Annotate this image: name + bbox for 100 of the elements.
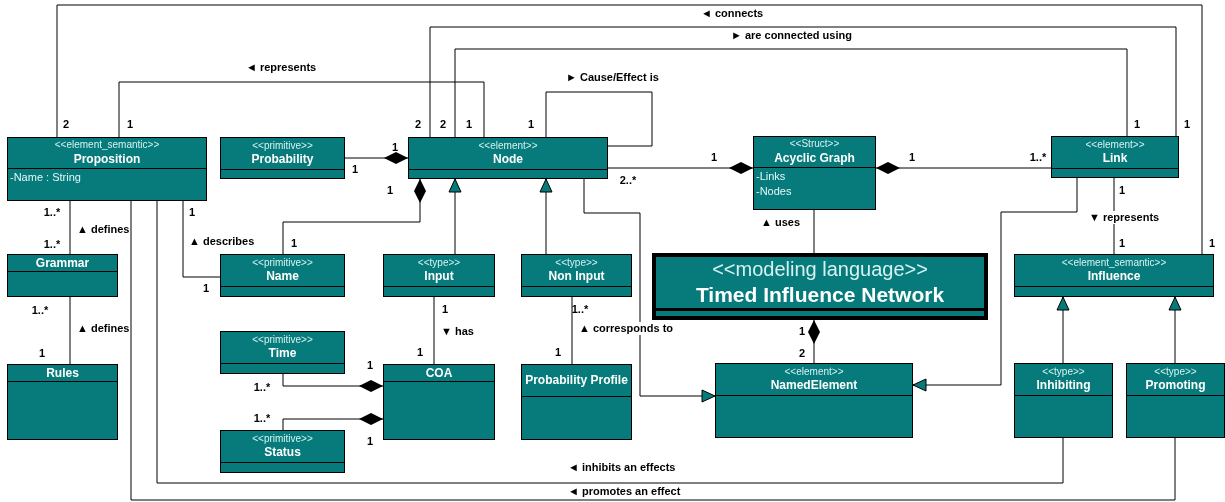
multiplicity-label: 1 bbox=[1208, 236, 1216, 250]
multiplicity-label: 1 bbox=[441, 302, 449, 316]
generalization-arrow bbox=[912, 177, 1078, 392]
multiplicity-label: 1 bbox=[1118, 183, 1126, 197]
class-name: Rules bbox=[46, 365, 79, 381]
generalization-arrow bbox=[1168, 296, 1182, 364]
multiplicity-label: 1..* bbox=[253, 411, 271, 425]
class-box bbox=[7, 254, 118, 297]
class-box bbox=[1126, 363, 1225, 438]
class-box bbox=[715, 363, 913, 438]
multiplicity-label: 2..* bbox=[619, 173, 637, 187]
stereotype-text: <<element_semantic>> bbox=[54, 139, 160, 152]
association-line bbox=[182, 200, 221, 278]
multiplicity-label: 1..* bbox=[31, 303, 49, 317]
multiplicity-label: 1 bbox=[126, 117, 134, 131]
association-line bbox=[433, 296, 435, 365]
class-box bbox=[1014, 254, 1214, 297]
multiplicity-label: 1 bbox=[351, 162, 359, 176]
multiplicity-label: 1..* bbox=[43, 237, 61, 251]
association-line bbox=[69, 296, 71, 365]
association-line bbox=[156, 200, 1064, 484]
composition-line bbox=[808, 319, 820, 364]
generalization-arrow bbox=[583, 178, 716, 403]
class-box bbox=[521, 254, 632, 297]
class-box bbox=[753, 136, 876, 210]
multiplicity-label: 1 bbox=[1183, 117, 1191, 131]
association-line bbox=[813, 209, 815, 254]
edge-label: ▲ defines bbox=[76, 322, 131, 335]
multiplicity-label: 2 bbox=[62, 117, 70, 131]
multiplicity-label: 1 bbox=[366, 434, 374, 448]
attribute-text: -Links bbox=[756, 169, 787, 184]
edge-label: ◄ connects bbox=[700, 7, 765, 20]
edge-label: ▼ represents bbox=[1088, 211, 1161, 224]
edge-label: ► are connected using bbox=[730, 29, 853, 42]
multiplicity-label: 1 bbox=[391, 140, 399, 154]
association-line bbox=[429, 26, 1177, 138]
generalization-arrow bbox=[1056, 296, 1070, 364]
class-name: Timed Influence Network bbox=[695, 281, 945, 308]
multiplicity-label: 1..* bbox=[1029, 150, 1047, 164]
composition-line bbox=[875, 162, 1052, 174]
edge-label: ► Cause/Effect is bbox=[565, 71, 660, 84]
stereotype-text: <<primitive>> bbox=[252, 333, 313, 347]
multiplicity-label: 2 bbox=[414, 117, 422, 131]
class-name: Node bbox=[493, 152, 523, 168]
edge-label: ◄ inhibits an effects bbox=[567, 461, 677, 474]
stereotype-text: <<element>> bbox=[784, 365, 844, 379]
class-name: Acyclic Graph bbox=[774, 150, 855, 166]
class-name: Promoting bbox=[1145, 378, 1206, 394]
class-box bbox=[1014, 363, 1113, 438]
association-line bbox=[571, 296, 573, 365]
class-name: Probability bbox=[251, 152, 314, 168]
association-line bbox=[69, 200, 71, 255]
association-line bbox=[130, 200, 1176, 501]
association-line bbox=[118, 81, 485, 138]
class-name: Name bbox=[266, 269, 299, 285]
stereotype-text: <<primitive>> bbox=[252, 256, 313, 270]
class-box bbox=[220, 254, 345, 297]
multiplicity-label: 1 bbox=[554, 345, 562, 359]
multiplicity-label: 1 bbox=[188, 205, 196, 219]
association-line bbox=[56, 4, 1203, 255]
generalization-arrow bbox=[539, 178, 553, 255]
composition-line bbox=[344, 152, 409, 164]
class-name: Non Input bbox=[548, 269, 605, 285]
class-box bbox=[383, 254, 495, 297]
class-name: Proposition bbox=[73, 151, 141, 167]
class-box bbox=[521, 364, 632, 440]
stereotype-text: <<modeling language>> bbox=[712, 256, 928, 282]
class-box bbox=[220, 331, 345, 374]
multiplicity-label: 1 bbox=[290, 236, 298, 250]
composition-line bbox=[282, 178, 426, 255]
class-name: Input bbox=[424, 269, 454, 285]
multiplicity-label: 1 bbox=[527, 117, 535, 131]
edge-label: ◄ represents bbox=[245, 61, 318, 74]
association-line bbox=[545, 91, 653, 147]
multiplicity-label: 1..* bbox=[571, 302, 589, 316]
multiplicity-label: 1..* bbox=[43, 205, 61, 219]
stereotype-text: <<type>> bbox=[417, 256, 461, 270]
class-name: NamedElement bbox=[770, 378, 858, 394]
attribute-text: -Name : String bbox=[10, 170, 82, 185]
edge-label: ▲ describes bbox=[188, 235, 256, 248]
multiplicity-label: 1 bbox=[908, 150, 916, 164]
multiplicity-label: 1..* bbox=[253, 380, 271, 394]
class-box bbox=[220, 137, 345, 179]
class-name: Time bbox=[268, 346, 297, 362]
multiplicity-label: 1 bbox=[710, 150, 718, 164]
edge-label: ▲ uses bbox=[760, 216, 801, 229]
composition-line bbox=[282, 413, 384, 431]
class-name: Link bbox=[1102, 151, 1128, 167]
stereotype-text: <<element>> bbox=[478, 139, 538, 153]
multiplicity-label: 1 bbox=[38, 346, 46, 360]
class-box bbox=[7, 364, 118, 440]
stereotype-text: <<primitive>> bbox=[252, 432, 313, 446]
attribute-text: -Nodes bbox=[756, 184, 793, 199]
edge-label: ◄ promotes an effect bbox=[567, 485, 682, 498]
stereotype-text: <<type>> bbox=[1154, 365, 1197, 379]
generalization-arrow bbox=[448, 178, 462, 255]
multiplicity-label: 2 bbox=[439, 117, 447, 131]
multiplicity-label: 1 bbox=[416, 345, 424, 359]
class-name: Influence bbox=[1087, 269, 1141, 285]
class-box bbox=[383, 364, 495, 440]
